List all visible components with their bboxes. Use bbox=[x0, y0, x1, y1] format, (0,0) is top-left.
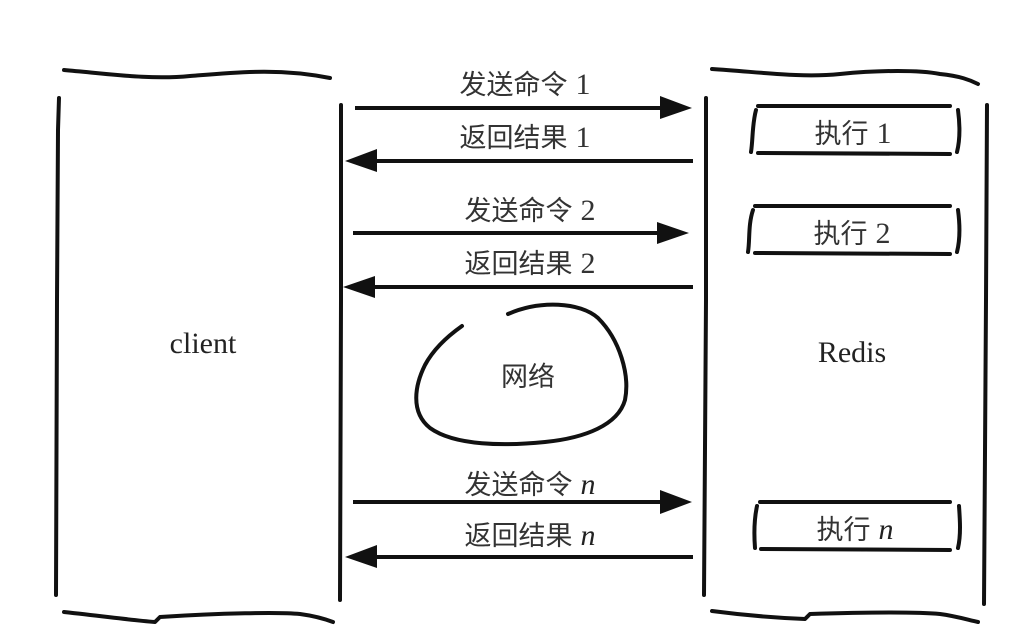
network-label: 网络 bbox=[501, 362, 555, 393]
redis-box-top bbox=[710, 67, 980, 86]
client-box: client bbox=[54, 68, 343, 624]
client-label: client bbox=[170, 327, 237, 360]
client-box-right bbox=[338, 103, 343, 602]
client-box-bottom bbox=[62, 610, 335, 624]
network-cloud: 网络 bbox=[414, 302, 629, 447]
arrowhead-icon bbox=[345, 149, 377, 172]
arrowhead-icon bbox=[660, 96, 692, 119]
client-box-top bbox=[62, 68, 332, 80]
redis-box-right bbox=[982, 103, 989, 606]
execution-box-outline bbox=[746, 204, 962, 256]
execution-box-outline bbox=[752, 500, 962, 552]
client-box-left bbox=[54, 96, 61, 597]
redis-label: Redis bbox=[818, 336, 886, 369]
redis-box: Redis bbox=[702, 67, 989, 624]
arrowhead-icon bbox=[345, 545, 377, 568]
network-loop-outline bbox=[414, 302, 629, 447]
redis-box-left bbox=[702, 96, 708, 597]
arrowhead-icon bbox=[660, 490, 692, 514]
execution-box-outline bbox=[749, 104, 962, 156]
arrowhead-icon bbox=[657, 222, 689, 244]
redis-box-bottom bbox=[710, 609, 980, 624]
arrowhead-icon bbox=[343, 276, 375, 298]
